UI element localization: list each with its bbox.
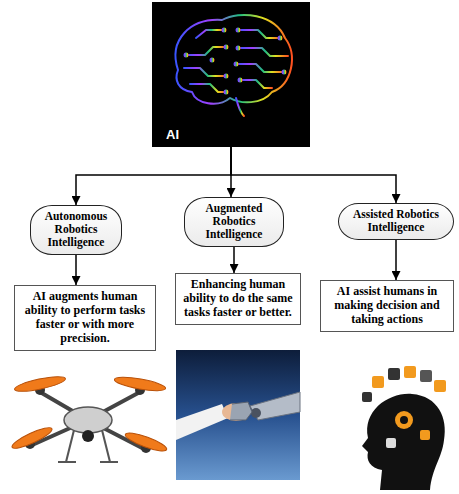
illustration-part [238,78,243,83]
node-text: AI augments human ability to perform tas… [19,289,151,345]
description-box: AI assist humans in making decision and … [320,280,454,332]
illustration-part [184,28,287,95]
node-text: Enhancing human ability to do the same t… [180,277,296,319]
illustration-part [362,394,445,490]
illustration-part [234,62,239,67]
illustration-part [184,53,189,58]
illustration-part [102,430,110,462]
illustration-part [251,408,261,418]
illustration-part [10,374,168,455]
connector-arrow [75,255,77,285]
category-box: Augmented Robotics Intelligence [184,197,284,247]
illustration-part [420,430,430,440]
illustration-part [10,424,54,452]
illustration-part [25,385,151,453]
illustration-part [58,461,76,463]
illustration-part [395,411,413,429]
illustration-part [362,366,446,448]
illustration-part [184,68,226,76]
category-box: Assisted Robotics Intelligence [338,203,454,240]
illustration-part [100,461,118,463]
illustration-part [190,84,226,92]
node-text: AI assist humans in making decision and … [325,284,449,326]
illustration-part [230,402,252,420]
description-box: AI augments human ability to perform tas… [14,285,156,351]
ai-image-node: AI [152,2,310,147]
illustration-part [386,438,396,448]
illustration-part [186,47,226,55]
illustration-part [236,28,241,33]
illustration-part [250,392,300,420]
illustration-part [224,45,229,50]
category-box: Autonomous Robotics Intelligence [30,205,122,255]
connector-arrow [395,240,397,280]
illustration-part [152,2,310,147]
illustration-part [58,430,118,462]
illustration-part [420,370,432,382]
illustration-part [196,30,224,38]
illustration-part [176,15,292,116]
illustration-part [236,64,284,72]
description-box: Enhancing human ability to do the same t… [175,273,301,325]
illustration-part [176,404,228,440]
illustration-part [176,350,300,480]
illustration-part [224,74,229,79]
illustration-part [210,58,215,63]
illustration-part [236,98,244,116]
illustration-part [236,46,241,51]
illustration-part [82,430,94,442]
illustration-part [240,80,272,88]
head-picture [362,366,446,490]
connector-arrow [233,247,235,273]
node-text: AI [166,127,310,142]
illustration-part [14,374,67,395]
illustration-part [362,392,372,402]
node-text: Autonomous Robotics Intelligence [37,210,115,249]
handshake-picture [176,350,300,480]
illustration-part [404,366,416,378]
illustration-part [372,376,384,388]
illustration-part [282,70,287,75]
illustration-part [278,36,283,41]
illustration-part [222,28,227,33]
illustration-part [388,368,400,380]
illustration-part [238,30,280,38]
connector-arrow [231,147,396,203]
illustration-part [238,48,288,56]
illustration-part [176,15,292,104]
illustration-part [64,407,112,433]
illustration-part [124,430,169,454]
illustration-part [434,380,446,392]
illustration-part [224,90,229,95]
illustration-part [114,375,167,394]
illustration-part [66,430,74,462]
illustration-part [230,22,232,96]
node-text: Assisted Robotics Intelligence [345,208,447,234]
drone-picture [10,374,168,462]
brain-picture [152,2,310,147]
illustration-part [30,392,146,450]
illustration-part [400,416,408,424]
node-text: Augmented Robotics Intelligence [191,202,277,241]
